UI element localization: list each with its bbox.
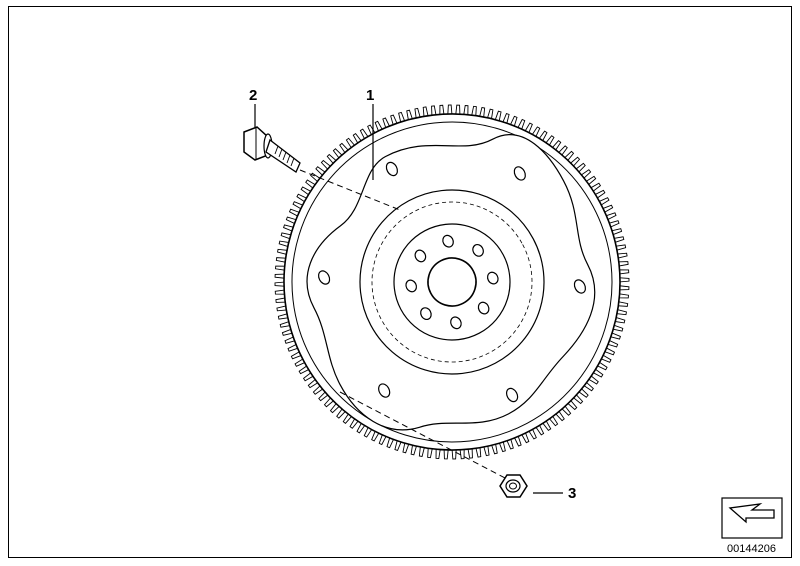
mount-hole: [513, 166, 526, 181]
diagram-frame: [8, 6, 792, 558]
mount-hole: [378, 383, 391, 398]
mount-hole: [573, 279, 587, 294]
bolt-leader-line: [299, 169, 401, 211]
flexplate-mount-holes: [317, 161, 587, 403]
bolt-hole: [450, 316, 462, 330]
flywheel-ring-gear[interactable]: [213, 43, 692, 522]
catalog-arrow-icon: [721, 497, 783, 539]
flywheel-bolt-holes: [405, 234, 499, 330]
nut-leader-line: [339, 391, 506, 479]
bolt-hole: [414, 249, 427, 263]
bolt[interactable]: [243, 126, 301, 173]
document-number: 00144206: [727, 543, 776, 555]
mount-hole: [505, 387, 519, 403]
bolt-hole: [477, 301, 490, 315]
mount-hole: [385, 161, 399, 177]
bolt-hole: [472, 243, 484, 257]
callout-1: 1: [366, 87, 374, 104]
mount-hole: [317, 270, 331, 285]
callout-3: 3: [568, 485, 576, 502]
bolt-hole: [420, 307, 432, 321]
callout-2: 2: [249, 87, 257, 104]
hex-nut[interactable]: [499, 474, 528, 498]
bolt-hole: [486, 271, 499, 285]
bolt-hole: [442, 234, 454, 248]
bolt-hole: [405, 279, 418, 293]
